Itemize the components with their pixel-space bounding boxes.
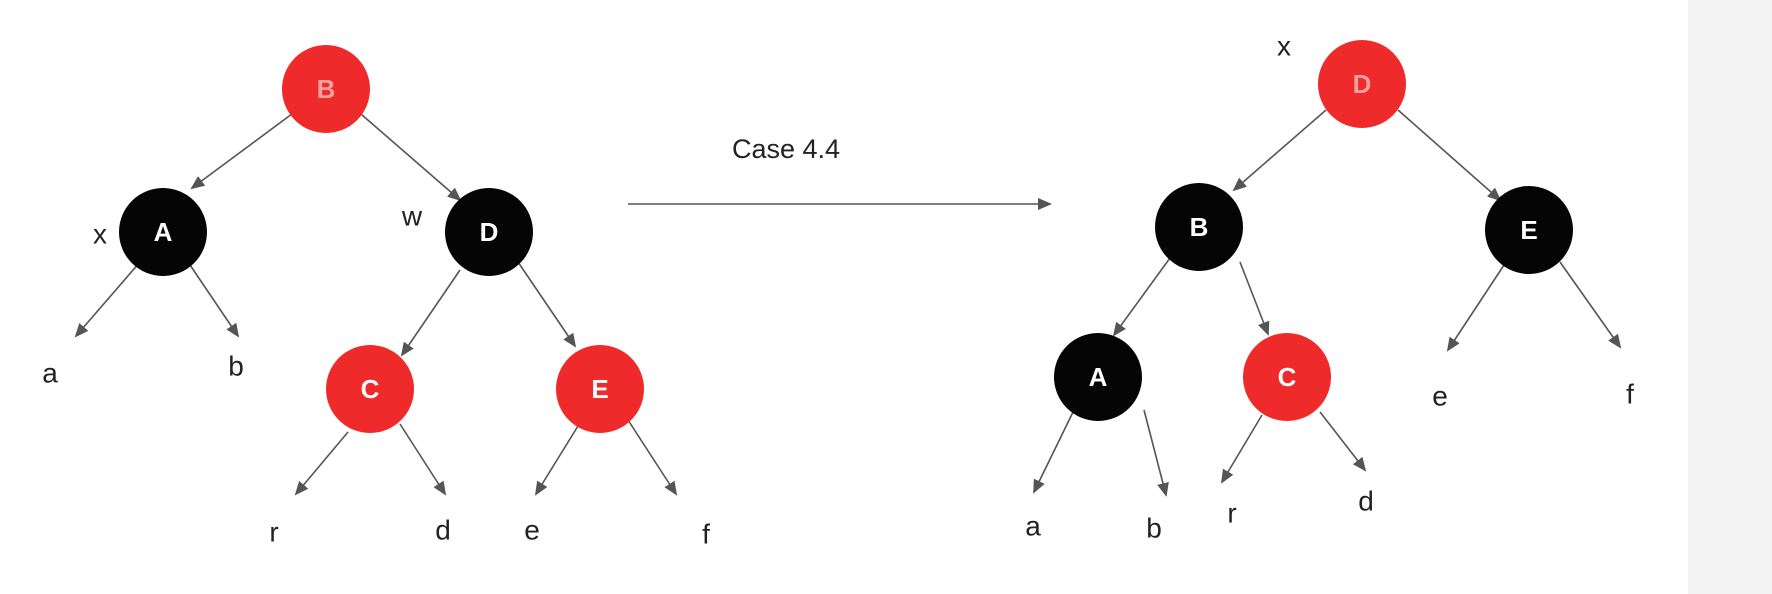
before-node-B (282, 45, 370, 133)
before-leaf-b: b (228, 351, 244, 382)
after-node-A (1054, 333, 1142, 421)
after-node-C (1243, 333, 1331, 421)
before-tree-labels: x w a b r d e f (42, 201, 710, 550)
edge-after-A-a (1033, 409, 1075, 494)
case-label: Case 4.4 (732, 134, 840, 164)
edge-after-D-B (1232, 109, 1327, 192)
before-leaf-d: d (435, 515, 451, 546)
edge-after-B-C (1239, 261, 1270, 336)
edge-after-E-f (1559, 261, 1622, 349)
after-leaf-e: e (1432, 381, 1448, 412)
after-node-E (1485, 186, 1573, 274)
edge-A-b (187, 261, 240, 338)
before-leaf-a: a (42, 358, 58, 389)
before-node-E-label: E (591, 374, 608, 404)
after-leaf-a: a (1025, 511, 1041, 542)
after-tree-edges (1033, 109, 1622, 497)
before-leaf-f: f (702, 519, 710, 550)
before-node-D-label: D (480, 217, 499, 247)
edge-D-C (400, 269, 461, 357)
after-leaf-f: f (1626, 379, 1634, 410)
edge-E-e (534, 425, 579, 496)
after-node-C-label: C (1278, 362, 1297, 392)
after-leaf-d: d (1358, 486, 1374, 517)
after-node-A-label: A (1089, 362, 1108, 392)
before-tree-edges (74, 107, 678, 496)
transition: Case 4.4 (628, 134, 1052, 210)
after-tree-nodes: D B E A C (1054, 40, 1573, 421)
before-node-A-label: A (154, 217, 173, 247)
edge-after-A-b (1143, 409, 1169, 497)
before-node-D (445, 188, 533, 276)
after-tree-labels: x a b r d e f (1025, 31, 1634, 544)
after-node-E-label: E (1520, 215, 1537, 245)
side-panel (1688, 0, 1772, 594)
after-leaf-r: r (1227, 498, 1236, 529)
edge-A-a (74, 261, 141, 338)
before-leaf-r: r (269, 517, 278, 548)
edge-D-E (517, 261, 577, 348)
after-node-B-label: B (1190, 212, 1209, 242)
edge-B-A (190, 107, 301, 190)
edge-B-D (353, 107, 462, 202)
before-node-A (119, 188, 207, 276)
before-marker-w: w (401, 201, 423, 232)
edge-after-B-A (1112, 257, 1171, 337)
before-node-C-label: C (361, 374, 380, 404)
edge-C-d (399, 423, 447, 496)
after-marker-x: x (1277, 31, 1291, 62)
after-leaf-b: b (1146, 513, 1162, 544)
edge-after-C-d (1319, 411, 1367, 472)
before-tree-nodes: B A D C E (119, 45, 644, 433)
after-node-D-label: D (1353, 69, 1372, 99)
edge-C-r (294, 431, 349, 496)
before-node-C (326, 345, 414, 433)
before-node-E (556, 345, 644, 433)
edge-after-D-E (1397, 109, 1502, 202)
edge-after-E-e (1446, 261, 1507, 352)
before-marker-x: x (93, 219, 107, 250)
before-leaf-e: e (524, 515, 540, 546)
red-black-tree-diagram: B A D C E x w a b r d e f Case 4.4 (42, 31, 1634, 550)
before-node-B-label: B (317, 74, 336, 104)
edge-E-f (627, 419, 678, 496)
edge-after-C-r (1220, 414, 1263, 484)
after-node-B (1155, 183, 1243, 271)
after-node-D (1318, 40, 1406, 128)
